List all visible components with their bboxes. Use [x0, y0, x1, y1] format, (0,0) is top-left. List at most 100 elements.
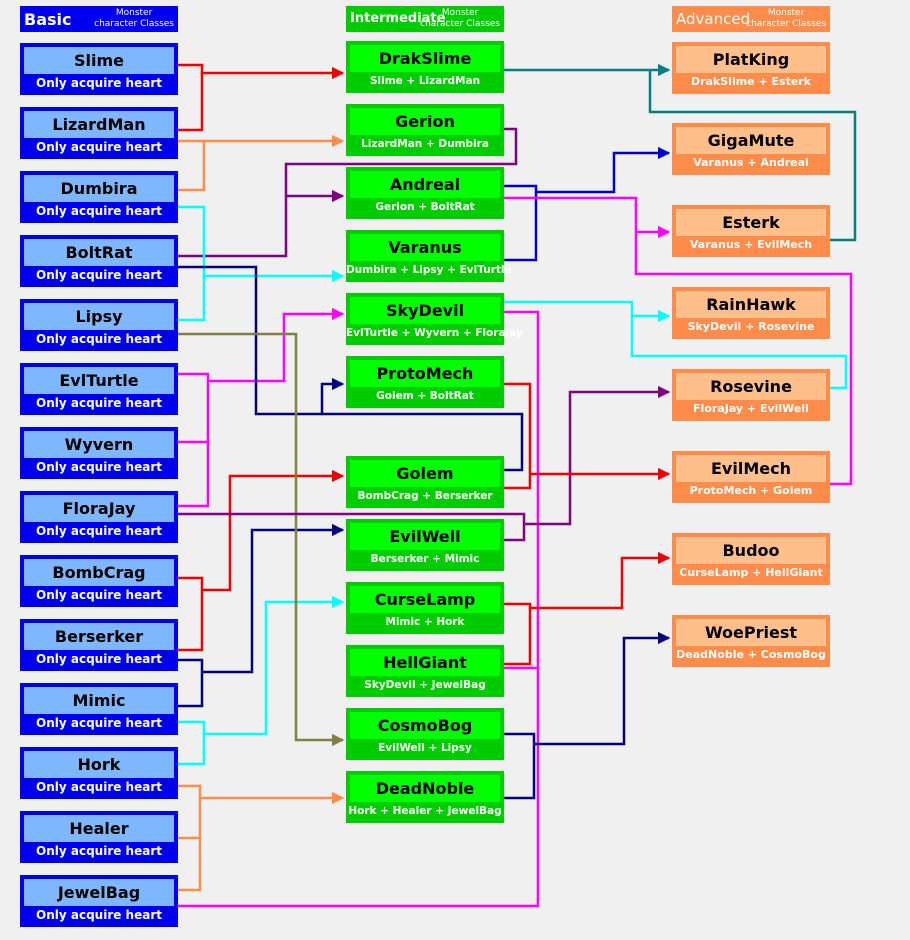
node-recipe: SkyDevil + Rosevine [687, 320, 815, 333]
node-name: Rosevine [676, 373, 826, 400]
node-recipe: FloraJay + EvilWell [693, 402, 809, 415]
wire-evilmech-esterk [634, 232, 853, 486]
node-recipe: Gerion + BoltRat [375, 201, 475, 213]
node-recipe: Only acquire heart [36, 460, 162, 474]
wire-golem-protomech [322, 412, 524, 472]
wire-varanus-esterk [504, 196, 671, 239]
node-recipe: Only acquire heart [36, 524, 162, 538]
wire-evlturtle-skydevil-2 [208, 307, 345, 383]
node-name: LizardMan [24, 111, 174, 138]
wire-cosmobog-woepriest [504, 732, 536, 800]
node-recipe: Only acquire heart [36, 908, 162, 922]
node-recipe: SkyDevil + JewelBag [364, 679, 486, 691]
wire-lizardman-drakslime [178, 73, 204, 132]
wire-protomech-evilmech [504, 382, 532, 490]
node-name: Mimic [24, 687, 174, 714]
wire-berserker-evilwell-2 [202, 523, 345, 674]
wire-slime-drakslime [178, 63, 345, 80]
node-name: HellGiant [350, 649, 500, 676]
wire-skydevil-rainhawk [504, 300, 671, 323]
node-recipe: Only acquire heart [36, 332, 162, 346]
node-recipe: Only acquire heart [36, 204, 162, 218]
node-recipe: Only acquire heart [36, 716, 162, 730]
wire-lizardman-gerion [178, 139, 206, 192]
wire-mimic-curselamp [178, 720, 206, 766]
node-recipe: Only acquire heart [36, 396, 162, 410]
wire-cosmobog-woepriest-2 [534, 631, 671, 746]
node-name: Hork [24, 751, 174, 778]
node-name: CurseLamp [350, 586, 500, 613]
basic-header-sub1: Monster [115, 8, 153, 18]
node-name: SkyDevil [350, 297, 500, 324]
wire-mimic-curselamp-2 [204, 595, 345, 736]
wire-rosevine-rainhawk [630, 316, 848, 390]
node-name: ProtoMech [350, 360, 500, 387]
node-name: Slime [24, 47, 174, 74]
wire-dumbira-varanus [178, 205, 206, 322]
node-name: EvilMech [676, 455, 826, 482]
node-name: Golem [350, 460, 500, 487]
intermediate-header-title: Intermediate [350, 11, 446, 26]
node-name: Berserker [24, 623, 174, 650]
node-name: Wyvern [24, 431, 174, 458]
node-name: DrakSlime [350, 45, 500, 72]
node-recipe: Hork + Healer + JewelBag [348, 805, 502, 817]
wire-lipsy-cosmobog [178, 332, 345, 747]
node-name: WoePriest [676, 619, 826, 646]
node-name: Gerion [350, 108, 500, 135]
node-recipe: Only acquire heart [36, 780, 162, 794]
wire-berserker-evilwell [178, 658, 204, 708]
wire-evilwell-rosevine [524, 385, 671, 526]
node-name: Varanus [350, 234, 500, 261]
node-recipe: Mimic + Hork [385, 616, 465, 628]
wire-esterk-platking [648, 70, 857, 242]
node-name: BoltRat [24, 239, 174, 266]
node-recipe: Only acquire heart [36, 268, 162, 282]
node-name: EvilWell [350, 523, 500, 550]
node-recipe: LizardMan + Dumbira [361, 138, 489, 150]
wire-boltrat-protomech [178, 265, 345, 416]
node-recipe: Only acquire heart [36, 76, 162, 90]
node-recipe: Only acquire heart [36, 588, 162, 602]
wire-curselamp-budoo-2 [530, 551, 671, 610]
node-name: Dumbira [24, 175, 174, 202]
wire-andreal-gigamute [504, 184, 538, 262]
node-name: RainHawk [676, 291, 826, 318]
node-name: Budoo [676, 537, 826, 564]
node-name: FloraJay [24, 495, 174, 522]
node-recipe: Only acquire heart [36, 844, 162, 858]
wire-evlturtle-skydevil [178, 372, 210, 508]
basic-header-sub2: character Classes [94, 19, 174, 29]
wire-bombcrag-golem [178, 576, 204, 652]
node-name: PlatKing [676, 46, 826, 73]
